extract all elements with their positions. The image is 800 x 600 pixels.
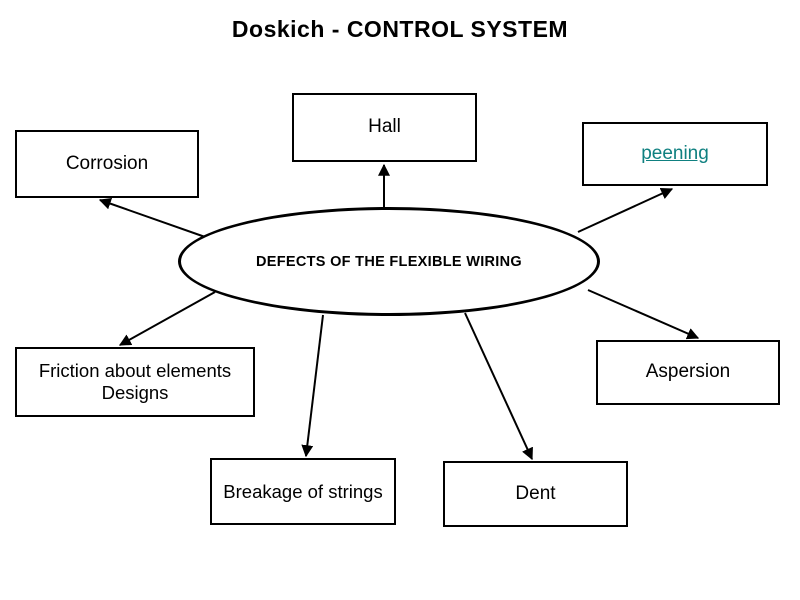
edge-center-to-dent [464,312,533,461]
node-peening[interactable]: peening [582,122,768,186]
node-peening-link[interactable]: peening [641,142,709,164]
page-title: Doskich - CONTROL SYSTEM [231,16,569,42]
node-dent[interactable]: Dent [443,461,628,527]
node-dent-label: Dent [515,482,556,504]
node-breakage-label: Breakage of strings [223,480,383,502]
node-aspersion-label: Aspersion [645,361,731,383]
central-node-defects-of-the-flexible-wiring[interactable]: DEFECTS OF THE FLEXIBLE WIRING [178,207,600,316]
edge-center-to-breakage [301,314,324,458]
edge-center-to-corrosion [98,197,209,239]
edge-center-to-friction [118,291,216,346]
edge-center-to-peening [577,188,674,233]
central-node-label: DEFECTS OF THE FLEXIBLE WIRING [256,253,522,270]
node-friction-label: Friction about elements Designs [38,360,232,403]
node-corrosion-label: Corrosion [65,152,149,174]
node-hall[interactable]: Hall [292,93,477,162]
edge-center-to-aspersion [587,289,700,340]
node-breakage-of-strings[interactable]: Breakage of strings [210,458,396,525]
node-friction-about-elements-designs[interactable]: Friction about elements Designs [15,347,255,417]
node-aspersion[interactable]: Aspersion [596,340,780,405]
node-hall-label: Hall [368,116,401,138]
node-corrosion[interactable]: Corrosion [15,130,199,198]
